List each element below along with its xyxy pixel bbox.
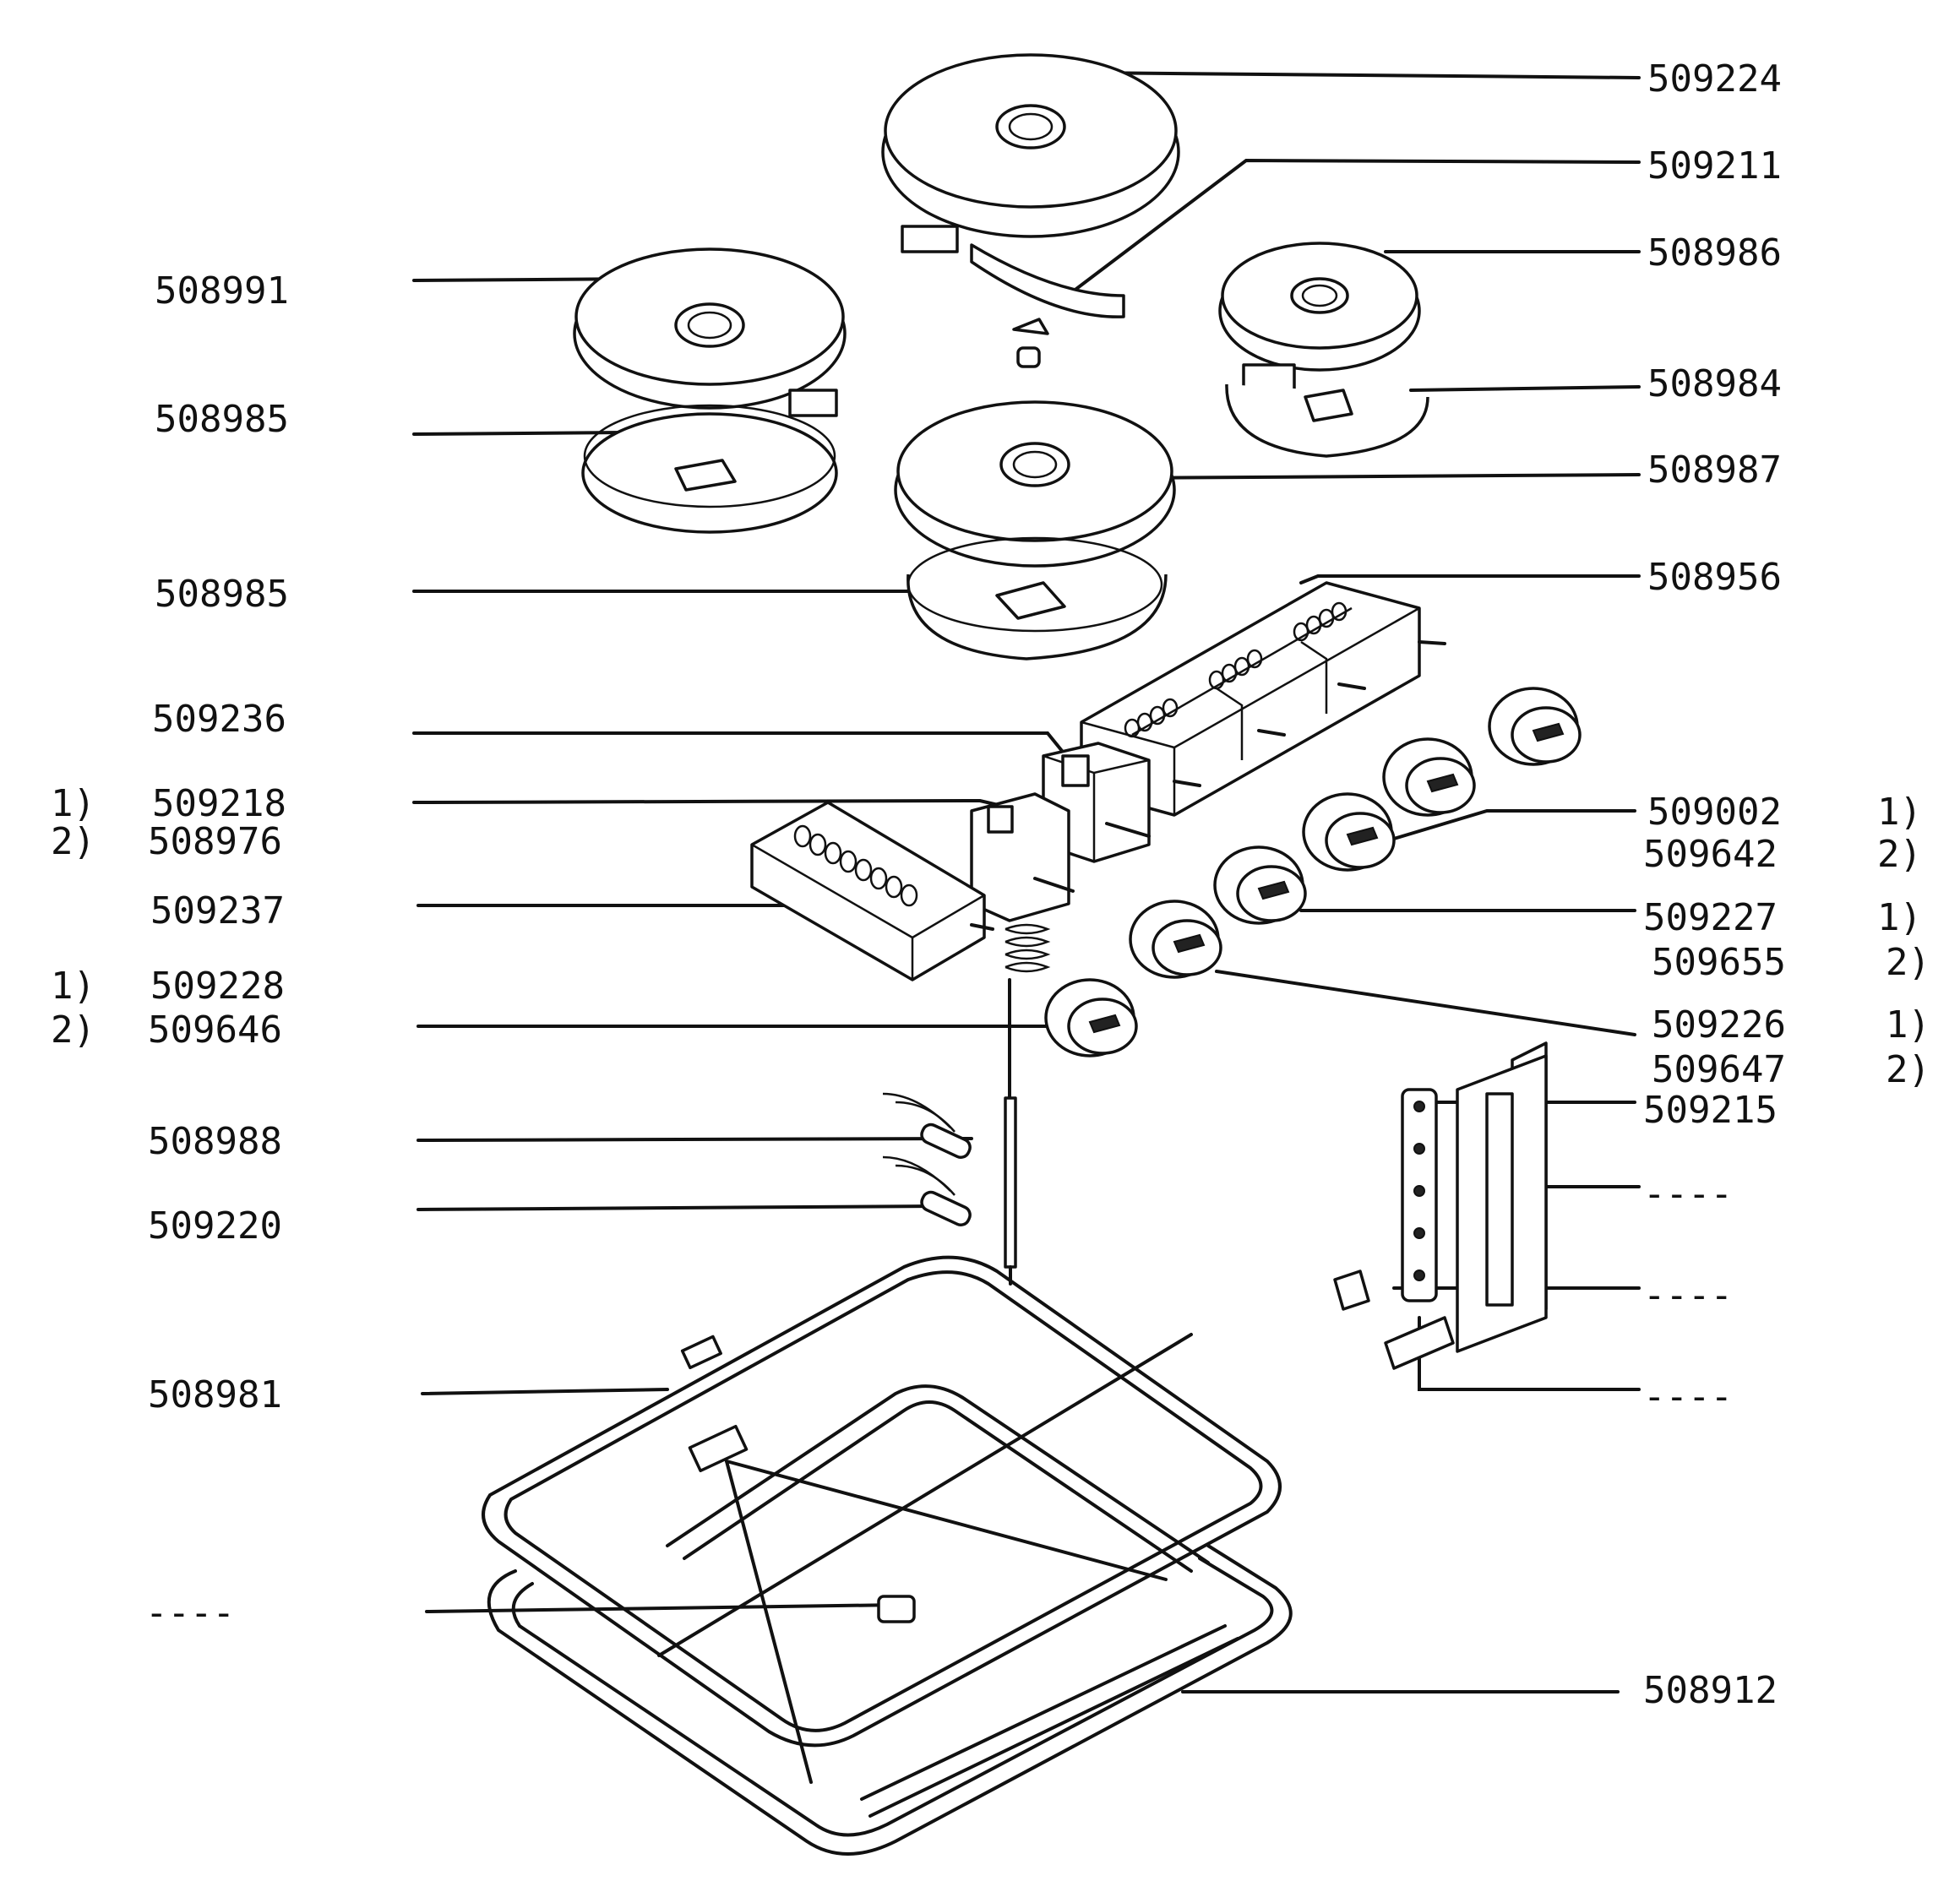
label-508987: 508987	[1647, 449, 1782, 492]
variant-2-509647: 2)	[1886, 1048, 1930, 1091]
variant-1-509218: 1)	[51, 782, 95, 825]
label-509002: 509002	[1647, 791, 1782, 834]
label-blank-right-1: ----	[1643, 1172, 1733, 1215]
label-509226: 509226	[1652, 1003, 1786, 1047]
label-508912: 508912	[1643, 1669, 1778, 1712]
label-blank-left: ----	[145, 1591, 235, 1634]
hotplate-top	[881, 53, 1180, 368]
knob-2	[1129, 900, 1222, 979]
hotplate-right	[1218, 242, 1429, 458]
label-508956: 508956	[1647, 556, 1782, 599]
variant-1-509228: 1)	[51, 965, 95, 1008]
grill-element	[482, 1255, 1282, 1784]
label-blank-right-2: ----	[1643, 1274, 1733, 1317]
variant-2-509655: 2)	[1886, 941, 1930, 984]
hotplate-center	[894, 400, 1176, 661]
label-508988: 508988	[148, 1120, 282, 1163]
label-509646: 509646	[148, 1008, 282, 1052]
label-508986: 508986	[1647, 231, 1782, 275]
label-508976: 508976	[148, 820, 282, 863]
switch-bank	[1080, 581, 1446, 817]
label-509647: 509647	[1652, 1048, 1786, 1091]
indicator-lamps	[882, 1092, 972, 1227]
label-509224: 509224	[1647, 57, 1782, 101]
knobs	[1044, 687, 1582, 1057]
terminal-screws	[1413, 1101, 1425, 1281]
variant-2-508976: 2)	[51, 820, 95, 863]
label-508981: 508981	[148, 1373, 282, 1416]
label-509237: 509237	[150, 889, 285, 932]
variant-2-509642: 2)	[1877, 833, 1922, 876]
hotplate-left	[573, 247, 847, 534]
label-509642: 509642	[1643, 833, 1778, 876]
variant-2-509646: 2)	[51, 1008, 95, 1052]
thermostat	[1004, 923, 1051, 1286]
label-509655: 509655	[1652, 941, 1786, 984]
label-509227: 509227	[1643, 896, 1778, 939]
switch-coils	[1124, 601, 1348, 738]
oven-switch-coils	[793, 824, 918, 907]
label-509220: 509220	[148, 1204, 282, 1248]
label-509228: 509228	[150, 965, 285, 1008]
label-508985-b: 508985	[155, 573, 289, 616]
variant-1-509002: 1)	[1877, 791, 1922, 834]
label-509218: 509218	[152, 782, 286, 825]
label-blank-right-3: ----	[1643, 1375, 1733, 1418]
label-508985-a: 508985	[155, 398, 289, 441]
selector-switch	[970, 742, 1151, 922]
knob-1	[1044, 978, 1138, 1057]
knob-5	[1382, 737, 1476, 817]
label-508984: 508984	[1647, 362, 1782, 405]
leader-lines	[412, 71, 1641, 1693]
label-509215: 509215	[1643, 1089, 1778, 1132]
label-508991: 508991	[155, 269, 289, 313]
knob-3	[1213, 845, 1307, 925]
knob-6	[1488, 687, 1582, 766]
bottom-element	[487, 1333, 1293, 1856]
variant-1-509227: 1)	[1877, 896, 1922, 939]
label-509236: 509236	[152, 698, 286, 741]
oven-switch	[750, 801, 994, 981]
label-509211: 509211	[1647, 144, 1782, 188]
knob-4	[1302, 792, 1396, 872]
terminal-block	[1333, 1041, 1548, 1370]
variant-1-509226: 1)	[1886, 1003, 1930, 1047]
